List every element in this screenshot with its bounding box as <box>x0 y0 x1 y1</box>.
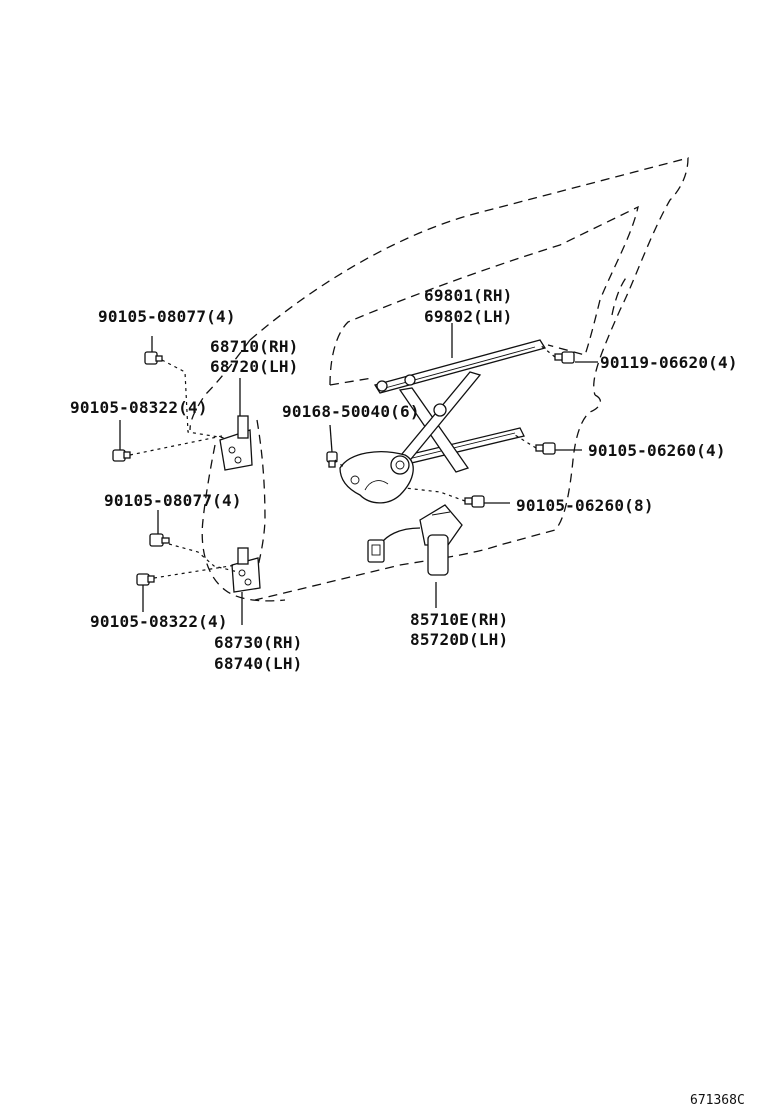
figure-code: 671368C <box>690 1093 745 1108</box>
label-68710: 68710(RH) <box>210 337 299 356</box>
label-90119-06620: 90119-06620(4) <box>600 353 738 372</box>
label-69802: 69802(LH) <box>424 307 513 326</box>
label-90105-08322-bot: 90105-08322(4) <box>90 612 228 631</box>
label-69801: 69801(RH) <box>424 286 513 305</box>
label-85720D: 85720D(LH) <box>410 630 508 649</box>
label-68720: 68720(LH) <box>210 357 299 376</box>
label-68740: 68740(LH) <box>214 654 303 673</box>
label-90105-08077-bot: 90105-08077(4) <box>104 491 242 510</box>
regulator-motor <box>367 504 463 576</box>
lower-hinge <box>231 547 261 593</box>
label-90105-06260-4: 90105-06260(4) <box>588 441 726 460</box>
label-85710E: 85710E(RH) <box>410 610 508 629</box>
label-90168-50040: 90168-50040(6) <box>282 402 420 421</box>
bolt-90105-06260-8 <box>464 495 485 508</box>
bolt-90105-08322-bot <box>136 573 155 586</box>
bolt-90105-08077-bot <box>149 533 170 547</box>
assembly-lines <box>129 344 556 579</box>
bolt-90168-50040 <box>326 451 338 468</box>
leader-lines <box>119 323 598 625</box>
label-90105-08077-top: 90105-08077(4) <box>98 307 236 326</box>
bolt-90105-08322-top <box>112 449 131 462</box>
door-glass-outline <box>329 205 639 386</box>
window-regulator <box>339 339 547 504</box>
door-outline <box>189 157 689 602</box>
bolt-90105-08077-top <box>144 351 163 365</box>
label-90105-08322-top: 90105-08322(4) <box>70 398 208 417</box>
bolt-90105-06260-4 <box>535 442 556 455</box>
label-68730: 68730(RH) <box>214 633 303 652</box>
label-90105-06260-8: 90105-06260(8) <box>516 496 654 515</box>
upper-hinge <box>219 415 253 471</box>
bolt-90119-06620 <box>554 351 575 364</box>
part-labels: 69801(RH) 69802(LH) 90119-06620(4) 90105… <box>70 286 745 1108</box>
